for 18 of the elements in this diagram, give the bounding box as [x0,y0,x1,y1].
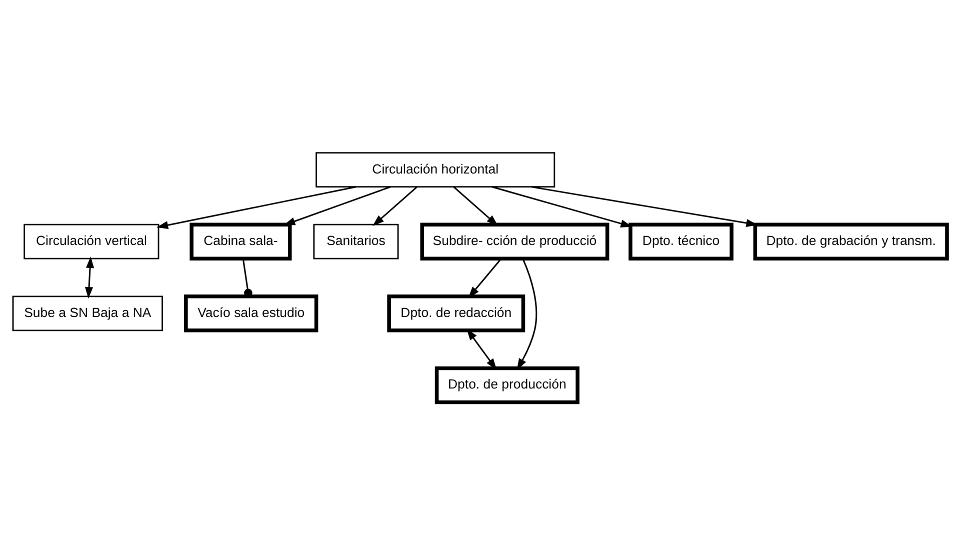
node-box: Subdire- cción de producció [420,222,610,260]
node-box: Dpto. de producción [434,366,580,404]
node-box: Cabina sala- [190,222,292,260]
node-box: Sanitarios [313,224,399,260]
connector [242,258,252,298]
arrow [84,256,94,299]
arrow [372,186,418,226]
arrow [516,258,538,370]
node-box: Dpto. técnico [628,222,734,260]
arrow [492,186,632,228]
arrow [284,186,391,226]
arrow [156,186,356,230]
node-box: Circulación horizontal [316,152,556,188]
node-box: Sube a SN Baja a NA [12,296,163,332]
node-box: Dpto. de grabación y transm. [753,222,949,260]
node-box: Dpto. de redacción [387,294,526,332]
node-box: Circulación vertical [24,224,160,260]
node-box: Vacío sala estudio [184,294,318,332]
